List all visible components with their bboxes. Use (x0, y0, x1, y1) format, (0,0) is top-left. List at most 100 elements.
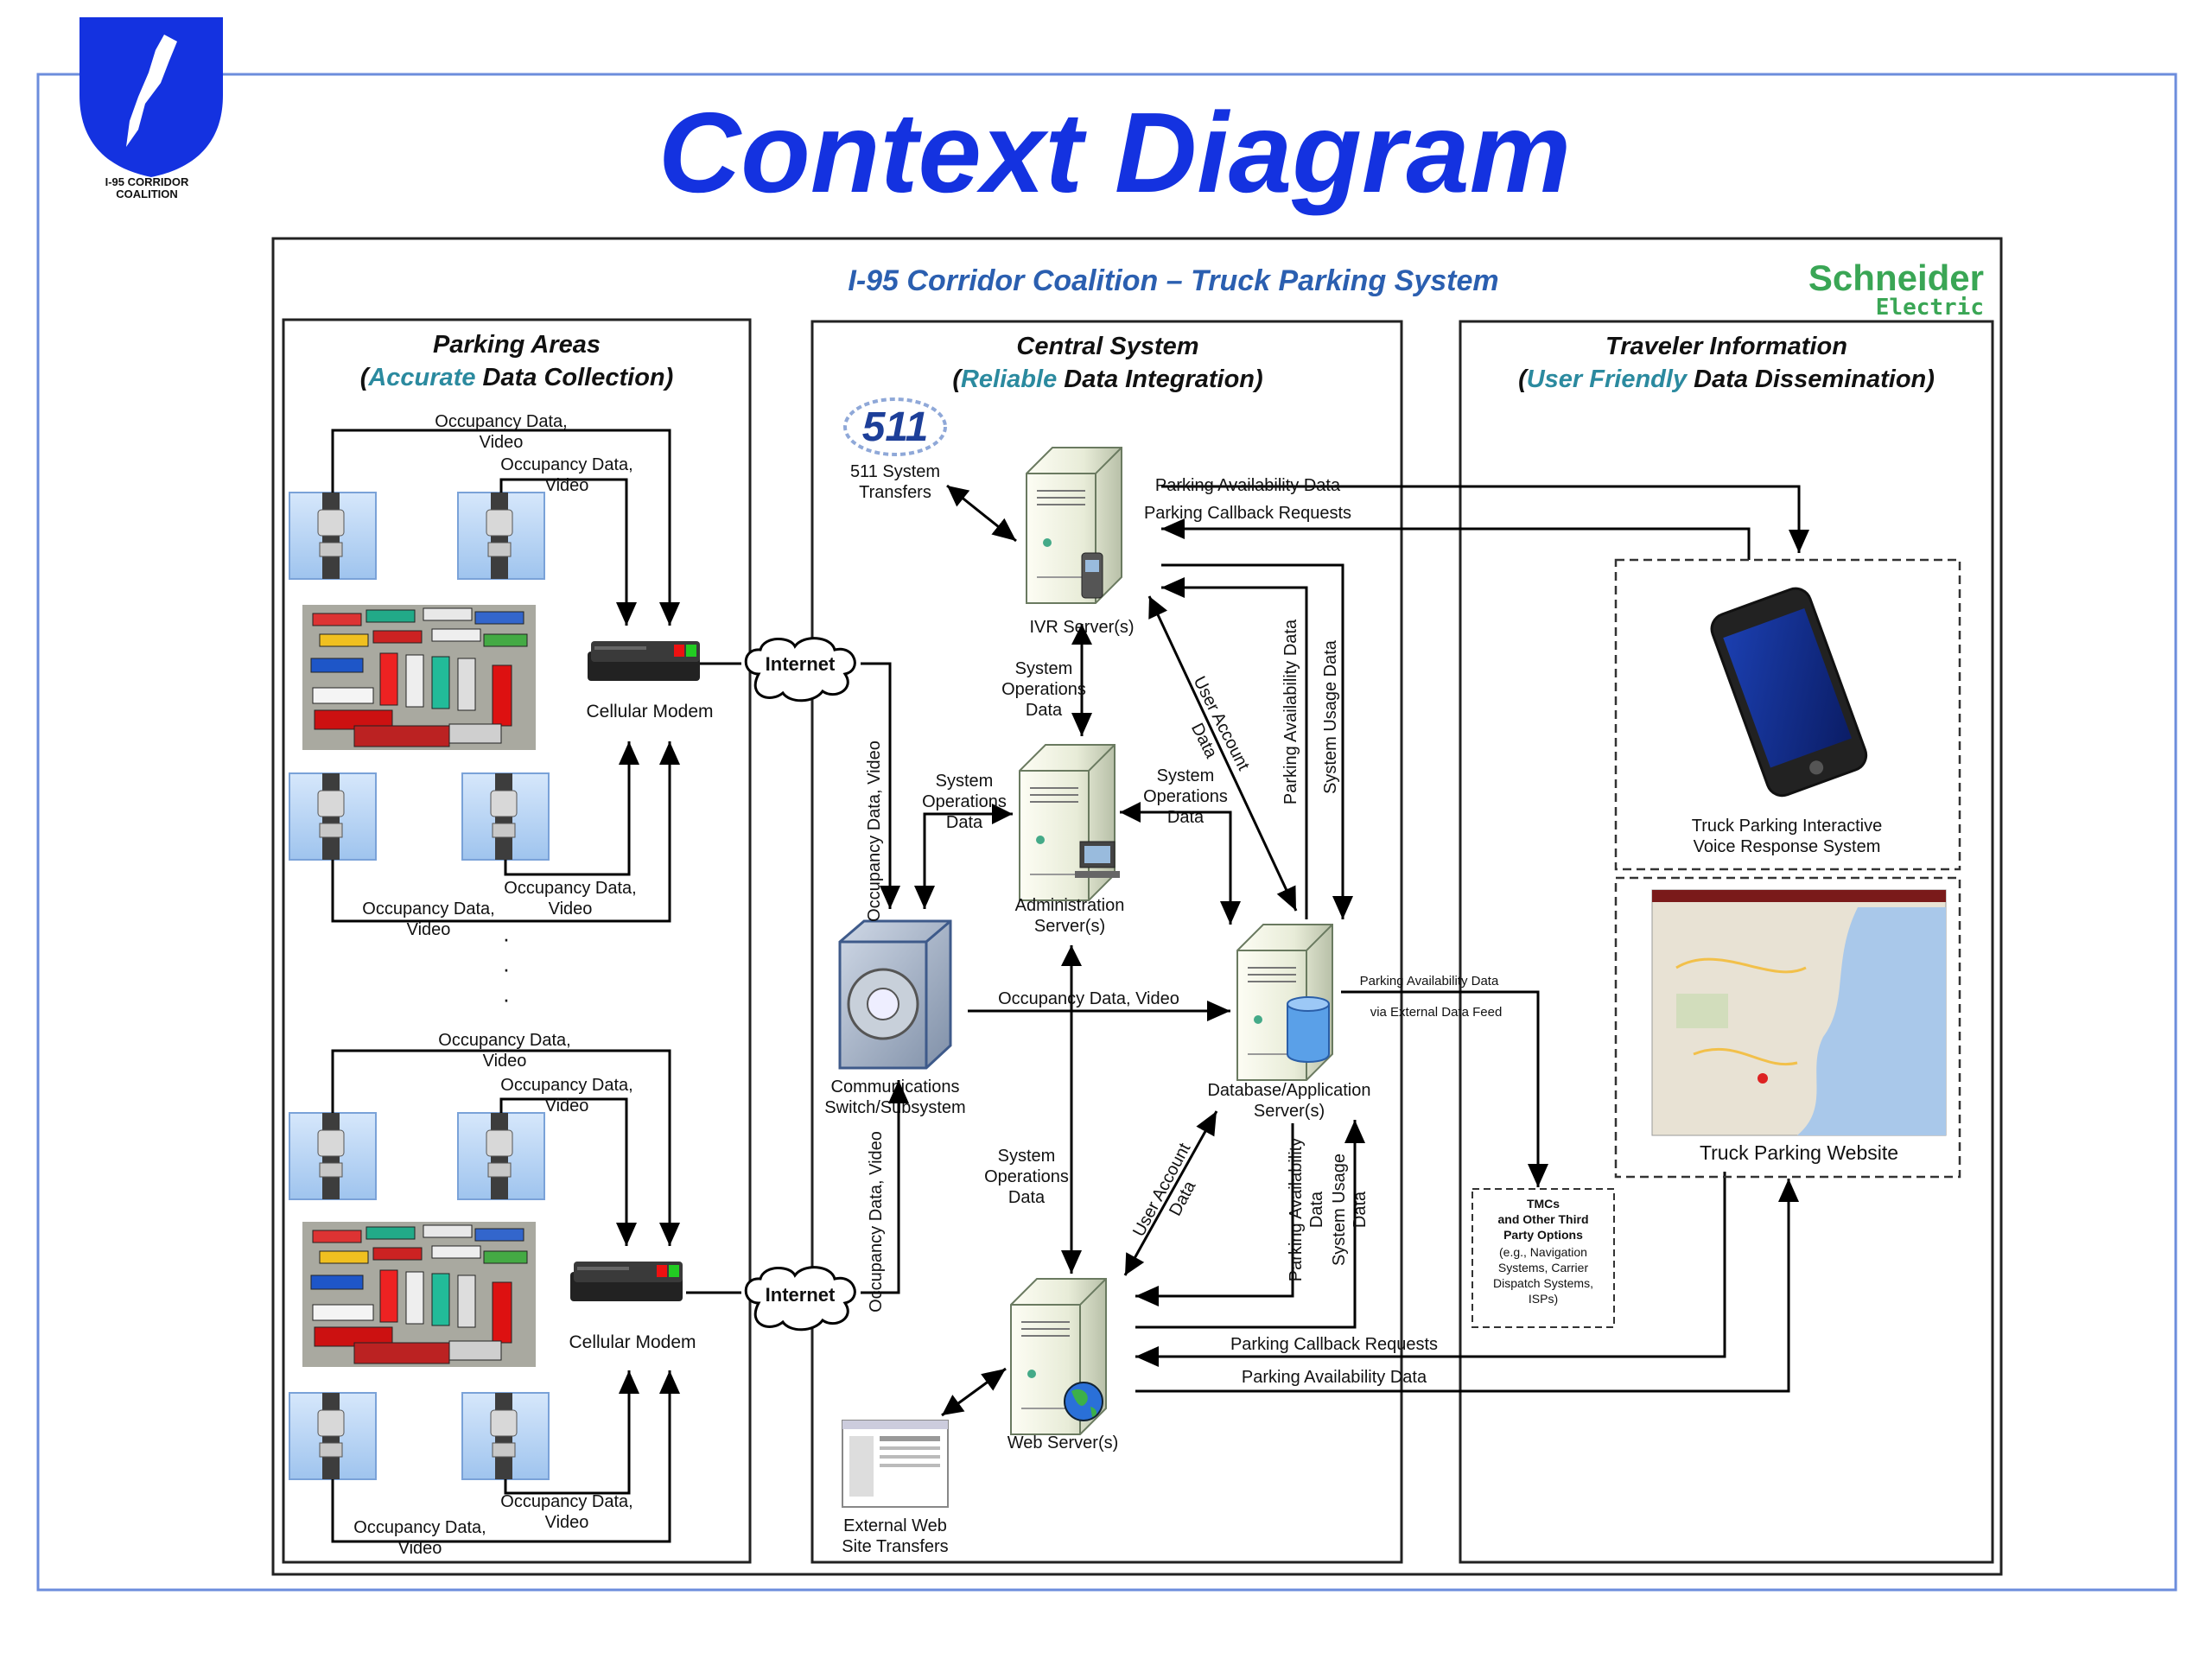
occ-label: Occupancy Data, (438, 1031, 570, 1050)
web-transfers-label: External Web (843, 1516, 947, 1535)
sys-ops-label: Operations (984, 1167, 1069, 1186)
park-avail-vertical-label: Parking Availability (1287, 1138, 1306, 1281)
occ-label: Video (545, 1096, 589, 1116)
feed-label: Parking Availability Data (1360, 974, 1499, 988)
occ-label: Occupancy Data, (353, 1518, 486, 1537)
switch-icon (838, 919, 952, 1070)
brand-line-2: Electric (1876, 295, 1984, 321)
top-camera-links (331, 429, 741, 923)
occ-label: Video (407, 920, 451, 939)
logo-line-1: I-95 CORRIDOR (105, 175, 189, 188)
phone-icon (1081, 552, 1103, 599)
ivr-system-label: Truck Parking Interactive (1692, 817, 1882, 836)
occ-label: Occupancy Data, (500, 455, 632, 474)
park-callback-bottom-label: Parking Callback Requests (1230, 1335, 1438, 1354)
panel-central-system (810, 320, 1403, 1564)
sys-ops-label: Data (1008, 1188, 1046, 1207)
web-transfers-label: Site Transfers (842, 1537, 948, 1556)
occ-label: Video (549, 899, 593, 918)
ellipsis: · (503, 986, 511, 1012)
central-links (861, 484, 1809, 1417)
tmc-label: (e.g., Navigation (1499, 1245, 1587, 1259)
central-title: Central System (1016, 333, 1198, 360)
sys-ops-label: System (1157, 766, 1215, 785)
ellipsis: · (503, 956, 511, 982)
tmc-label: and Other Third (1498, 1212, 1589, 1226)
logo-511-text: 511 (862, 404, 929, 450)
bottom-camera-links (331, 1049, 741, 1543)
database-icon (1287, 996, 1330, 1063)
occ-label: Occupancy Data, (504, 879, 636, 898)
sys-ops-label: System (1015, 659, 1073, 678)
park-avail-vertical-label: Data (1307, 1191, 1326, 1228)
shield-logo-icon: I-95 CORRIDOR COALITION (79, 17, 223, 200)
parking-lot-icon (302, 1221, 537, 1368)
camera-icon (289, 1112, 377, 1200)
tmc-label: Party Options (1503, 1228, 1583, 1242)
occ-label: Occupancy Data, (500, 1076, 632, 1095)
occ-label: Video (545, 1513, 589, 1532)
sys-ops-label: Operations (1001, 680, 1086, 699)
schneider-brand: Schneider Electric (1808, 257, 1984, 321)
internet-label: Internet (766, 1284, 836, 1306)
tmc-label: Systems, Carrier (1498, 1261, 1589, 1274)
modem-label: Cellular Modem (569, 1332, 696, 1352)
sys-ops-label: Data (946, 813, 983, 832)
occ-label: Video (483, 1052, 527, 1071)
panel-parking-areas (282, 318, 752, 1564)
globe-icon (1064, 1382, 1103, 1421)
logo-511-icon: 511 (843, 397, 947, 456)
tmc-label: ISPs) (1529, 1292, 1558, 1306)
website-label: Truck Parking Website (1700, 1141, 1898, 1164)
slide-frame (36, 73, 2177, 1592)
sys-ops-label: System (998, 1147, 1056, 1166)
transfers-511-label: Transfers (859, 483, 931, 502)
sys-usage-vertical-label: System Usage (1330, 1154, 1349, 1266)
switch-label: Switch/Subsystem (824, 1098, 965, 1117)
occ-label: Occupancy Data, (362, 899, 494, 918)
park-avail-label: Parking Availability Data (1155, 476, 1341, 495)
occ-label: Video (480, 433, 524, 452)
central-subtitle: (Reliable Data Integration) (952, 365, 1262, 393)
sys-ops-label: Data (1026, 701, 1063, 720)
ivr-server-icon (1026, 447, 1122, 604)
park-callback-label: Parking Callback Requests (1144, 504, 1351, 523)
cellular-modem-icon (588, 641, 700, 681)
website-box (1614, 876, 1961, 1179)
workstation-icon (1075, 841, 1120, 878)
feed-label: via External Data Feed (1370, 1005, 1503, 1020)
sys-ops-label: Operations (1143, 787, 1228, 806)
smartphone-icon (1710, 587, 1868, 798)
cellular-modem-icon (570, 1262, 683, 1301)
webpage-icon (842, 1420, 949, 1508)
ellipsis: · (503, 925, 511, 951)
park-avail-vertical-label: Parking Availability Data (1281, 619, 1300, 804)
tmc-box (1471, 1188, 1615, 1328)
traveler-title: Traveler Information (1605, 333, 1847, 360)
modem-label: Cellular Modem (586, 702, 713, 721)
parking-title: Parking Areas (433, 331, 601, 359)
camera-icon (461, 772, 550, 861)
park-avail-bottom-label: Parking Availability Data (1242, 1368, 1427, 1387)
occ-label: Occupancy Data, (500, 1492, 632, 1511)
parking-lot-icon (302, 604, 537, 751)
sys-ops-label: Operations (922, 792, 1007, 811)
occ-vertical-label: Occupancy Data, Video (865, 741, 884, 922)
db-server-label: Database/Application (1207, 1081, 1370, 1100)
sys-usage-vertical-label: System Usage Data (1321, 639, 1340, 794)
brand-line-1: Schneider (1808, 257, 1984, 298)
logo-line-2: COALITION (116, 188, 178, 200)
sys-ops-label: System (936, 772, 994, 791)
camera-icon (461, 1392, 550, 1480)
camera-icon (289, 1392, 377, 1480)
parking-subtitle: (Accurate Data Collection) (360, 364, 674, 391)
db-server-label: Server(s) (1254, 1102, 1325, 1121)
web-server-label: Web Server(s) (1007, 1433, 1119, 1452)
sys-usage-vertical-label: Data (1351, 1191, 1370, 1228)
camera-icon (457, 492, 545, 580)
switch-label: Communications (831, 1077, 960, 1096)
tmc-label: Dispatch Systems, (1493, 1276, 1593, 1290)
occupancy-horizontal-label: Occupancy Data, Video (998, 989, 1179, 1008)
occ-label: Occupancy Data, (435, 412, 567, 431)
